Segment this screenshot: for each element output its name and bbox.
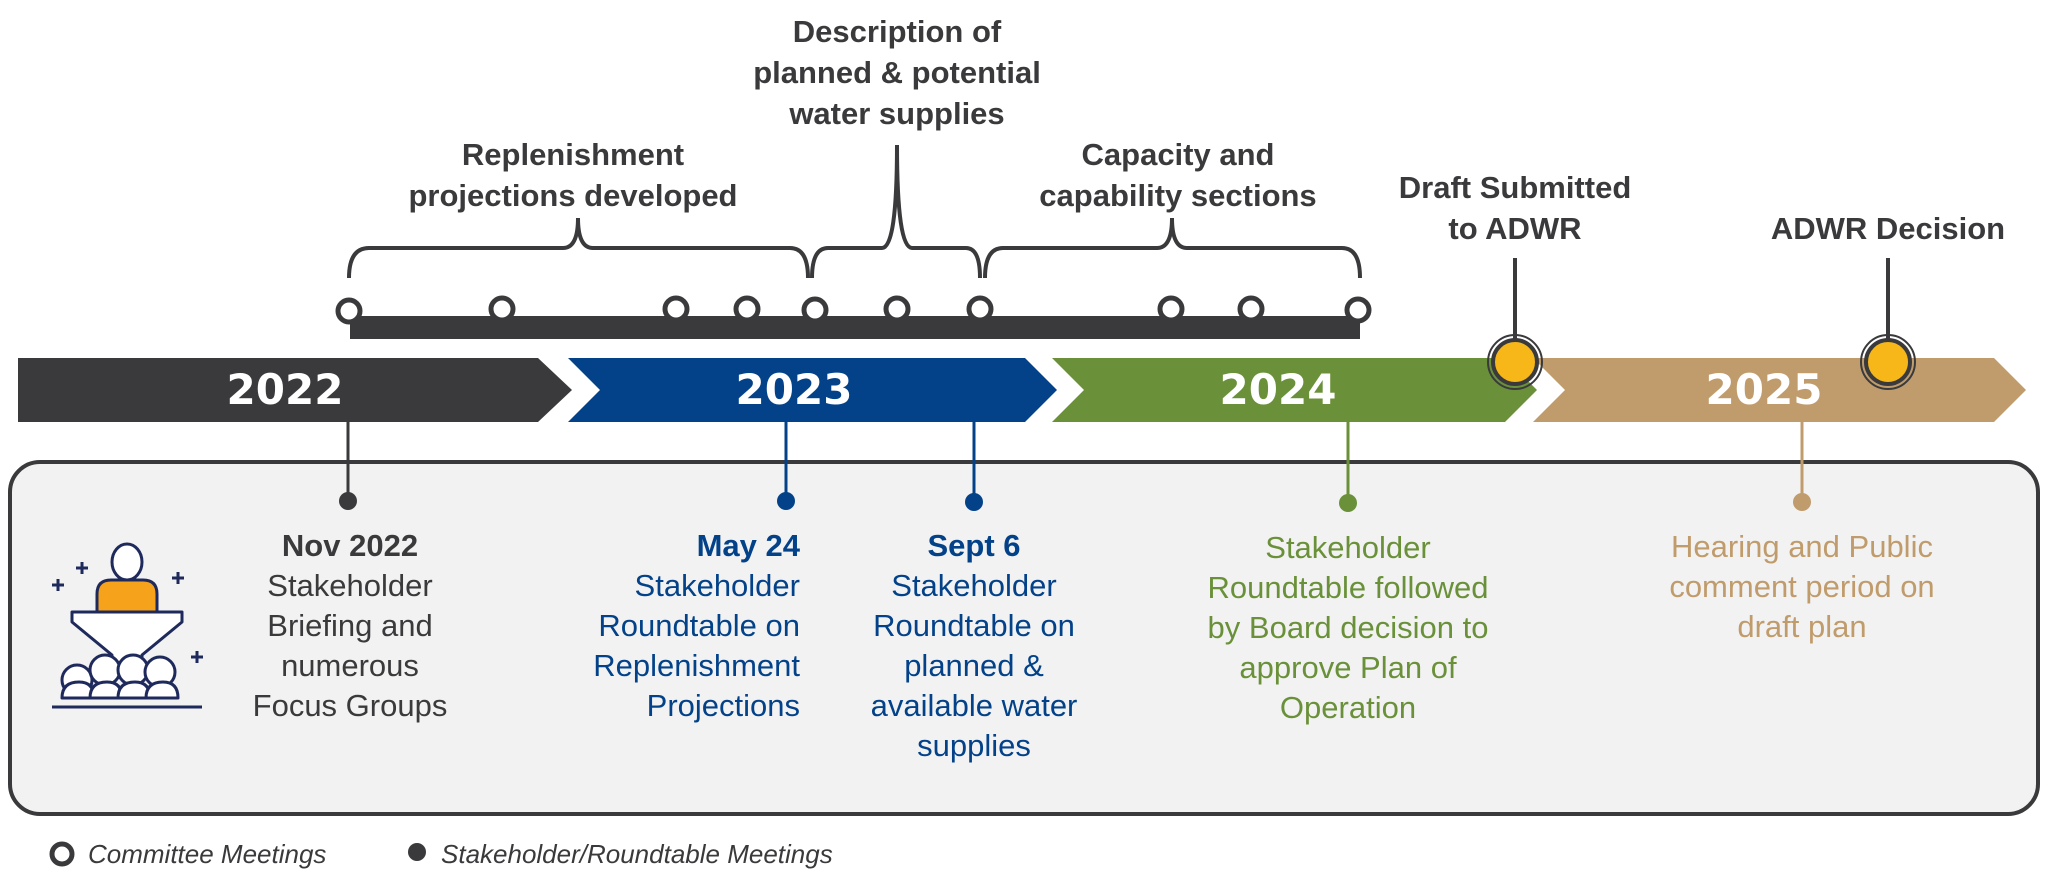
event-text: Stakeholder Roundtable followed by Board… <box>1207 530 1489 725</box>
brace-replenishment <box>347 217 810 279</box>
event-sept-6: Sept 6 Stakeholder Roundtable on planned… <box>834 526 1114 766</box>
stakeholder-meeting <box>1793 493 1811 511</box>
committee-meeting <box>883 295 911 323</box>
event-text: Stakeholder Roundtable on Replenishment … <box>593 568 800 723</box>
stakeholder-meeting <box>777 492 795 510</box>
event-may-24: May 24 Stakeholder Roundtable on Repleni… <box>520 526 800 726</box>
year-arrow-2024 <box>1052 358 1537 422</box>
event-date: Sept 6 <box>927 528 1021 563</box>
milestone-draft-submitted <box>1491 338 1539 386</box>
phase-label-water-supplies: Description of planned & potential water… <box>753 14 1041 131</box>
event-nov-2022: Nov 2022 Stakeholder Briefing and numero… <box>218 526 482 726</box>
milestone-decision-ring <box>1860 334 1916 390</box>
committee-meeting <box>662 295 690 323</box>
year-arrow-2023 <box>568 358 1057 422</box>
legend-committee-label: Committee Meetings <box>88 839 327 869</box>
stakeholder-meeting <box>1339 494 1357 512</box>
year-label-2022: 2022 <box>226 365 344 414</box>
event-2025: Hearing and Public comment period on dra… <box>1632 527 1972 647</box>
legend-committee-icon <box>49 841 75 867</box>
brace-capacity <box>983 217 1362 279</box>
events-panel <box>8 460 2040 816</box>
committee-meeting-markers <box>335 295 1372 325</box>
event-date: Nov 2022 <box>281 528 419 563</box>
stakeholder-meeting <box>339 492 357 510</box>
year-arrow-2022 <box>18 358 572 422</box>
stakeholder-meeting <box>965 493 983 511</box>
year-label-2023: 2023 <box>735 365 853 414</box>
milestone-adwr-decision <box>1864 338 1912 386</box>
committee-bar <box>350 316 1360 339</box>
event-text: Stakeholder Briefing and numerous Focus … <box>252 568 448 723</box>
committee-meeting <box>1157 295 1185 323</box>
legend-stakeholder-icon <box>408 843 426 861</box>
committee-meeting <box>488 295 516 323</box>
phase-label-replenishment: Replenishment projections developed <box>408 137 738 213</box>
milestone-draft-ring <box>1487 334 1543 390</box>
legend-stakeholder-label: Stakeholder/Roundtable Meetings <box>441 839 833 869</box>
year-label-2024: 2024 <box>1219 365 1337 414</box>
phase-label-capacity: Capacity and capability sections <box>1039 137 1317 213</box>
brace-water-supplies <box>810 144 982 279</box>
milestone-label-decision: ADWR Decision <box>1770 211 2006 246</box>
year-label-2025: 2025 <box>1705 365 1823 414</box>
committee-meeting <box>733 295 761 323</box>
presenter-audience-icon <box>52 542 203 709</box>
committee-meeting <box>335 297 363 325</box>
event-date: May 24 <box>696 528 800 563</box>
event-text: Hearing and Public comment period on dra… <box>1669 529 1935 644</box>
committee-meeting <box>1344 296 1372 324</box>
committee-meeting <box>1237 295 1265 323</box>
event-text: Stakeholder Roundtable on planned & avai… <box>870 568 1078 763</box>
event-2024: Stakeholder Roundtable followed by Board… <box>1178 528 1518 728</box>
committee-meeting <box>801 296 829 324</box>
milestone-label-draft: Draft Submitted to ADWR <box>1398 170 1632 246</box>
committee-meeting <box>966 295 994 323</box>
